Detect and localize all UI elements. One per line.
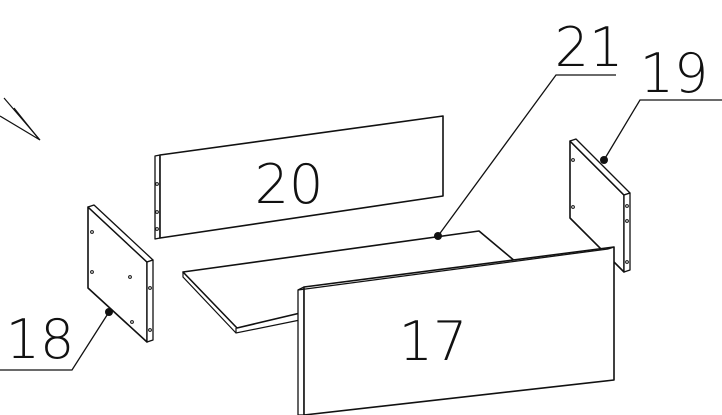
anchor-dot-18 — [105, 308, 113, 316]
part-label-20: 20 — [255, 153, 324, 216]
leader-21 — [437, 74, 616, 237]
part-label-17: 17 — [399, 310, 468, 373]
part-label-18: 18 — [6, 308, 75, 371]
part-19-right-side-panel — [569, 138, 631, 273]
leader-19 — [603, 99, 722, 161]
part-20-back-panel — [154, 115, 444, 240]
part-label-21: 21 — [555, 16, 624, 79]
leader-18 — [0, 311, 110, 371]
part-17-front-panel — [297, 246, 615, 415]
part-labels: 17 18 19 20 21 — [6, 16, 709, 373]
leader-lines — [0, 74, 722, 371]
part-label-19: 19 — [640, 42, 709, 105]
anchor-dot-19 — [600, 156, 608, 164]
part-18-left-side-panel — [87, 204, 154, 343]
anchor-dot-21 — [434, 232, 442, 240]
direction-arrow — [0, 97, 41, 141]
